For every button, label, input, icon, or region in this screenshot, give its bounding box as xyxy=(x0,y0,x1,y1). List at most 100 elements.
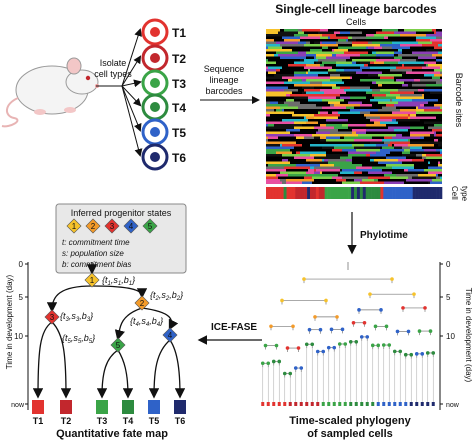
celltype-label-line1: Cell xyxy=(450,186,459,200)
barcode-cell xyxy=(268,164,296,167)
phylo-leaf xyxy=(288,402,292,406)
barcode-cell xyxy=(382,29,398,32)
barcode-cell xyxy=(434,31,436,34)
barcode-cell xyxy=(410,126,424,129)
barcode-sites-label: Barcode sites xyxy=(454,73,464,128)
barcode-cell xyxy=(392,166,414,169)
barcode-cell xyxy=(266,161,290,164)
barcode-cell xyxy=(284,89,298,92)
barcode-cell xyxy=(334,104,360,107)
barcode-cell xyxy=(392,111,416,114)
svg-text:4: 4 xyxy=(168,331,173,340)
cells-label: Cells xyxy=(346,17,367,27)
barcode-cell xyxy=(330,76,350,79)
barcode-cell xyxy=(314,171,320,174)
barcode-cell xyxy=(408,169,424,172)
barcode-cell xyxy=(322,159,324,162)
barcode-cell xyxy=(412,159,424,162)
legend-line-t: t: commitment time xyxy=(62,238,130,247)
barcode-cell xyxy=(310,49,322,52)
barcode-cell xyxy=(388,126,410,129)
barcode-cell xyxy=(352,44,380,47)
barcode-cell xyxy=(266,141,294,144)
celltype-segment xyxy=(400,187,405,199)
barcode-cell xyxy=(436,134,442,137)
barcode-cell xyxy=(278,31,298,34)
barcode-cell xyxy=(316,94,340,97)
barcode-cell xyxy=(306,64,320,67)
celltype-segment xyxy=(383,187,387,199)
barcode-cell xyxy=(266,109,274,112)
barcode-cell xyxy=(266,81,284,84)
barcode-cell xyxy=(320,44,338,47)
barcode-cell xyxy=(398,49,402,52)
barcode-cell xyxy=(372,89,380,92)
barcode-cell xyxy=(266,146,294,149)
barcode-cell xyxy=(302,71,306,74)
barcode-cell xyxy=(270,101,278,104)
legend-line-b: b: commitment bias xyxy=(62,260,131,269)
barcode-cell xyxy=(380,149,404,152)
barcode-cell xyxy=(352,144,364,147)
phylo-leaf xyxy=(415,402,419,406)
barcode-cell xyxy=(306,121,318,124)
celltype-segment xyxy=(354,187,358,199)
barcode-cell xyxy=(322,84,336,87)
phylo-node xyxy=(368,292,372,296)
celltype-segment xyxy=(342,187,346,199)
barcode-cell xyxy=(320,164,334,167)
fatemap-tick-0: 0 xyxy=(19,260,24,269)
celltype-segment xyxy=(406,187,411,199)
phylo-node xyxy=(359,335,364,339)
barcode-cell xyxy=(422,154,426,157)
barcode-cell xyxy=(306,71,308,74)
barcode-cell xyxy=(266,61,276,64)
barcode-cell xyxy=(320,136,326,139)
celltype-segment xyxy=(365,187,369,199)
barcode-cell xyxy=(408,114,410,117)
barcode-cell xyxy=(356,131,366,134)
barcode-cell xyxy=(370,119,392,122)
barcode-cell xyxy=(432,39,442,42)
barcode-cell xyxy=(396,174,418,177)
barcode-cell xyxy=(374,34,400,37)
barcode-cell xyxy=(322,81,344,84)
barcode-cell xyxy=(320,124,326,127)
barcode-cell xyxy=(416,39,430,42)
barcode-cell xyxy=(426,154,442,157)
barcode-cell xyxy=(410,131,434,134)
barcode-cell xyxy=(424,89,426,92)
barcode-cell xyxy=(412,84,426,87)
sequence-label-line2: lineage xyxy=(209,75,238,85)
barcode-cell xyxy=(422,71,440,74)
barcode-cell xyxy=(380,56,394,59)
celltype-segment xyxy=(304,187,308,199)
barcode-cell xyxy=(424,74,434,77)
barcode-cell xyxy=(386,94,400,97)
barcode-cell xyxy=(436,59,442,62)
barcode-cell xyxy=(296,136,304,139)
legend-line-s: s: population size xyxy=(62,249,124,258)
barcode-cell xyxy=(266,44,280,47)
barcode-cell xyxy=(354,139,382,142)
cell-type-list: T1 T2 T3 T4 T5 T6 xyxy=(141,18,186,171)
barcode-cell xyxy=(360,104,372,107)
barcode-cell xyxy=(306,171,314,174)
barcode-cell xyxy=(348,151,376,154)
barcode-cell xyxy=(330,99,344,102)
barcode-cell xyxy=(286,129,300,132)
barcode-cell xyxy=(402,146,410,149)
barcode-cell xyxy=(366,36,384,39)
barcode-cell xyxy=(346,159,352,162)
phylo-node xyxy=(406,329,411,334)
barcode-cell xyxy=(266,169,286,172)
barcode-cell xyxy=(268,66,282,69)
barcode-cell xyxy=(404,64,426,67)
barcode-cell xyxy=(440,79,442,82)
barcode-cell xyxy=(266,111,294,114)
barcode-cell xyxy=(438,164,442,167)
phylo-node xyxy=(340,327,345,332)
barcode-cell xyxy=(266,144,280,147)
barcode-cell xyxy=(434,46,442,49)
barcode-cell xyxy=(440,106,442,109)
